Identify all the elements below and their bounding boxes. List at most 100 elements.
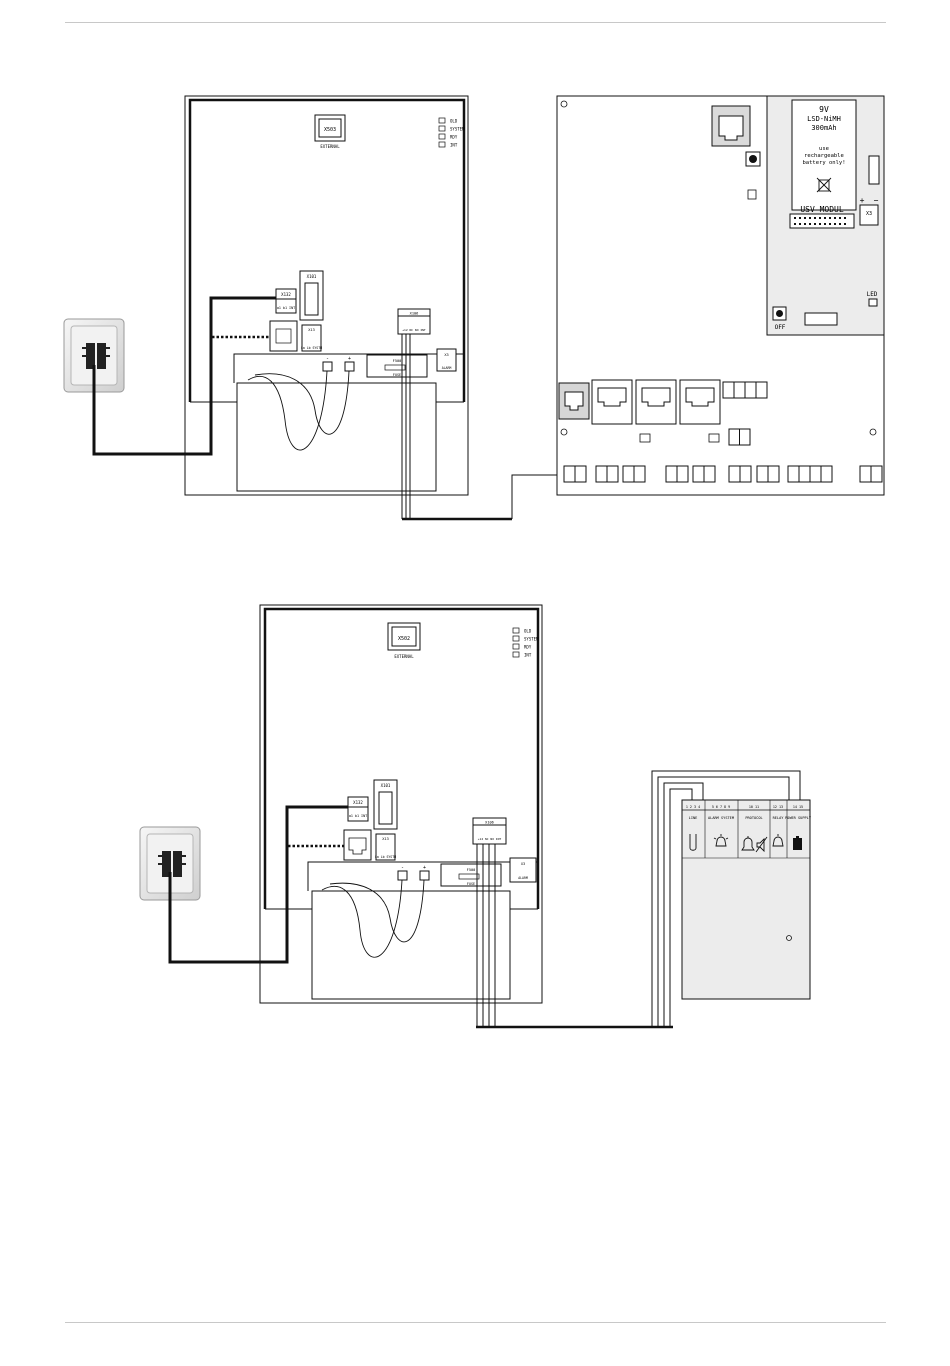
connector-x132-top: X132 a1 b1 INT (275, 288, 297, 314)
connector-x106-bottom: X106 +12 NC NO INT (472, 817, 507, 845)
battery-line: LSD-NiMH (807, 115, 841, 123)
led-label: INT (524, 653, 532, 658)
led-label-ext: LED (867, 291, 878, 298)
connector-x106-top: X106 +12 NC NO INT (397, 308, 431, 335)
base-unit-bottom (259, 604, 543, 1004)
wall-socket-bottom (139, 826, 201, 901)
phone-line-icon (689, 834, 697, 851)
rj-block-top (269, 320, 298, 352)
connector-x106-caption: +12 NC NO INT (402, 328, 426, 332)
battery-terminals-top: - + (322, 356, 355, 372)
connector-x101-label: X101 (307, 274, 317, 279)
rj-block-bottom (343, 829, 372, 861)
connector-x13-top: X13 La Lb SYSTM (301, 324, 322, 352)
led-label: OLD (524, 629, 532, 634)
section-label: PROTOCOL (745, 816, 762, 820)
connector-x3-top: X3 ALARM (436, 348, 457, 372)
led-label: RDY (524, 645, 532, 650)
connector-x13-bottom: X13 La Lb SYSTM (375, 833, 396, 861)
phone-cable-bottom (168, 805, 348, 964)
cable-to-alarm-unit (476, 770, 801, 1029)
connector-x13-caption: La Lb SYSTM (301, 346, 322, 350)
battery-wire (254, 370, 350, 435)
extension-module-top: 9V LSD-NiMH 300mAh use rechargeable batt… (556, 95, 885, 496)
fuse-label: FUSE (393, 373, 401, 377)
fuse-name: F500 (393, 359, 402, 363)
battery-line: use (819, 146, 829, 152)
connector-x101-top: X101 (299, 270, 324, 321)
battery-line: 9V (819, 105, 829, 114)
battery-wire (329, 879, 425, 943)
connector-x3-bottom: X3 ALARM (509, 857, 537, 883)
terminal-minus: - (326, 356, 329, 362)
terminal-header: 10 11 (749, 805, 759, 809)
connector-x101-bottom: X101 (373, 779, 398, 830)
connector-x502: X502 EXTERNAL (387, 622, 421, 659)
connector-x503: X503 EXTERNAL (314, 114, 346, 149)
bottom-diagram: X502 EXTERNAL OLD SYSTEM RDY INT X101 X1… (139, 604, 812, 1029)
wall-socket-top (63, 318, 125, 393)
terminal-header: 14 15 (793, 805, 803, 809)
connector-x106-label: X106 (485, 821, 494, 825)
section-label: ALARM SYSTEM (708, 816, 735, 820)
connector-x502-caption: EXTERNAL (394, 654, 414, 659)
minus-label: − (874, 196, 879, 205)
fuse-top: F500 FUSE (366, 354, 428, 378)
connector-x101-label: X101 (381, 783, 391, 788)
top-diagram: X503 EXTERNAL OLD SYSTEM RDY INT X101 X1… (63, 95, 885, 521)
top-rule (65, 22, 886, 23)
connector-x132-label: X132 (281, 292, 291, 297)
fuse-bottom: F500 FUSE (440, 863, 502, 887)
battery-line: battery only! (802, 160, 845, 166)
connector-x13-caption: La Lb SYSTM (375, 855, 396, 859)
terminal-minus: - (401, 865, 404, 871)
led-label: INT (450, 143, 458, 148)
plus-label: + (860, 196, 865, 205)
section-label: LINE (689, 816, 698, 820)
off-label: OFF (775, 324, 786, 331)
base-unit-top (184, 95, 469, 496)
connector-x3-label: X3 (444, 353, 448, 357)
battery-line: 300mAh (811, 124, 836, 132)
connector-x503-label: X503 (324, 127, 336, 133)
recycle-bin-icon (816, 177, 832, 193)
battery-icon (793, 836, 802, 850)
led-label: SYSTEM (450, 127, 465, 132)
connector-x3-caption: ALARM (518, 876, 528, 880)
battery-terminals-bottom: - + (397, 865, 430, 881)
battery-wire (247, 370, 328, 451)
connector-x502-label: X502 (398, 636, 410, 642)
led-group-bottom: OLD SYSTEM RDY INT (512, 627, 539, 658)
usv-module-label: USV MODUL (800, 205, 844, 214)
terminal-header: 5 6 7 8 9 (712, 805, 730, 809)
led-group-top: OLD SYSTEM RDY INT (438, 117, 465, 148)
led-label: RDY (450, 135, 458, 140)
led-label: OLD (450, 119, 458, 124)
connector-x503-caption: EXTERNAL (320, 144, 340, 149)
connector-x132-caption: a1 b1 INT (349, 814, 367, 818)
siren-icon (713, 834, 729, 847)
x3-label: X3 (866, 211, 872, 217)
connector-x3-label: X3 (521, 862, 525, 866)
connector-x106-label: X106 (410, 312, 419, 316)
pin-header (794, 217, 846, 225)
bottom-rule (65, 1322, 886, 1323)
muted-speaker-icon (755, 836, 768, 853)
connector-x106-caption: +12 NC NO INT (478, 837, 502, 841)
connector-x13-label: X13 (382, 837, 389, 841)
phone-cable-top (92, 296, 276, 456)
led-label: SYSTEM (524, 637, 539, 642)
fuse-label: FUSE (467, 882, 475, 886)
connector-x3-caption: ALARM (442, 366, 452, 370)
connector-x132-label: X132 (353, 800, 363, 805)
fuse-name: F500 (467, 868, 476, 872)
terminal-plus: + (423, 865, 426, 871)
cable-to-extension-top (401, 334, 574, 521)
terminal-plus: + (348, 356, 351, 362)
battery-line: rechargeable (804, 153, 844, 159)
connector-x13-label: X13 (308, 328, 315, 332)
connector-x132-caption: a1 b1 INT (277, 306, 295, 310)
alarm-unit: 1 2 3 4 5 6 7 8 9 10 11 12 13 14 15 LINE… (681, 799, 812, 1000)
terminal-strip (563, 465, 883, 483)
